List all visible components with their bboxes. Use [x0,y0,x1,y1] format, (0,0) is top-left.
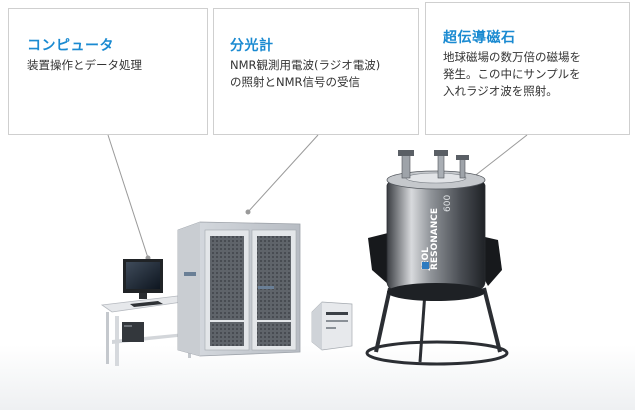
floor [0,345,635,410]
spectrometer-leader-dot [245,209,251,215]
magnet-label: JEOL RESONANCE 600 [421,195,453,271]
keyboard [130,301,163,307]
magnet-label-model: 600 [443,195,453,212]
spectrometer-cabinet [177,221,301,357]
cabinet-vent-left [210,236,244,320]
callout-magnet-description: 地球磁場の数万倍の磁場を 発生。この中にサンプルを 入れラジオ波を照射。 [443,50,581,98]
callout-magnet: 超伝導磁石 地球磁場の数万倍の磁場を 発生。この中にサンプルを 入れラジオ波を照… [425,2,630,135]
magnet-leader-line [471,134,528,179]
magnet-label-brand: JEOL [421,247,431,271]
cabinet-vent-right [257,236,291,320]
magnet-port-right [459,157,466,179]
callout-spectrometer-title: 分光計 [230,38,274,54]
callout-computer-description: 装置操作とデータ処理 [27,58,142,72]
callout-computer: コンピュータ 装置操作とデータ処理 [8,8,208,135]
magnet-label-name: RESONANCE [430,208,440,270]
callout-computer-title: コンピュータ [27,38,114,54]
power-unit [311,301,353,351]
superconducting-magnet [386,150,486,301]
callout-magnet-title: 超伝導磁石 [443,30,516,46]
computer-workstation [100,259,198,366]
jeol-logo-icon [422,262,429,269]
callout-spectrometer-description: NMR観測用電波(ラジオ電波) の照射とNMR信号の受信 [230,58,381,89]
callout-spectrometer: 分光計 NMR観測用電波(ラジオ電波) の照射とNMR信号の受信 [213,8,419,135]
magnet-port-center [437,153,445,179]
monitor-screen [126,262,160,289]
computer-leader-line [107,134,149,259]
spectrometer-leader-line [247,134,319,213]
